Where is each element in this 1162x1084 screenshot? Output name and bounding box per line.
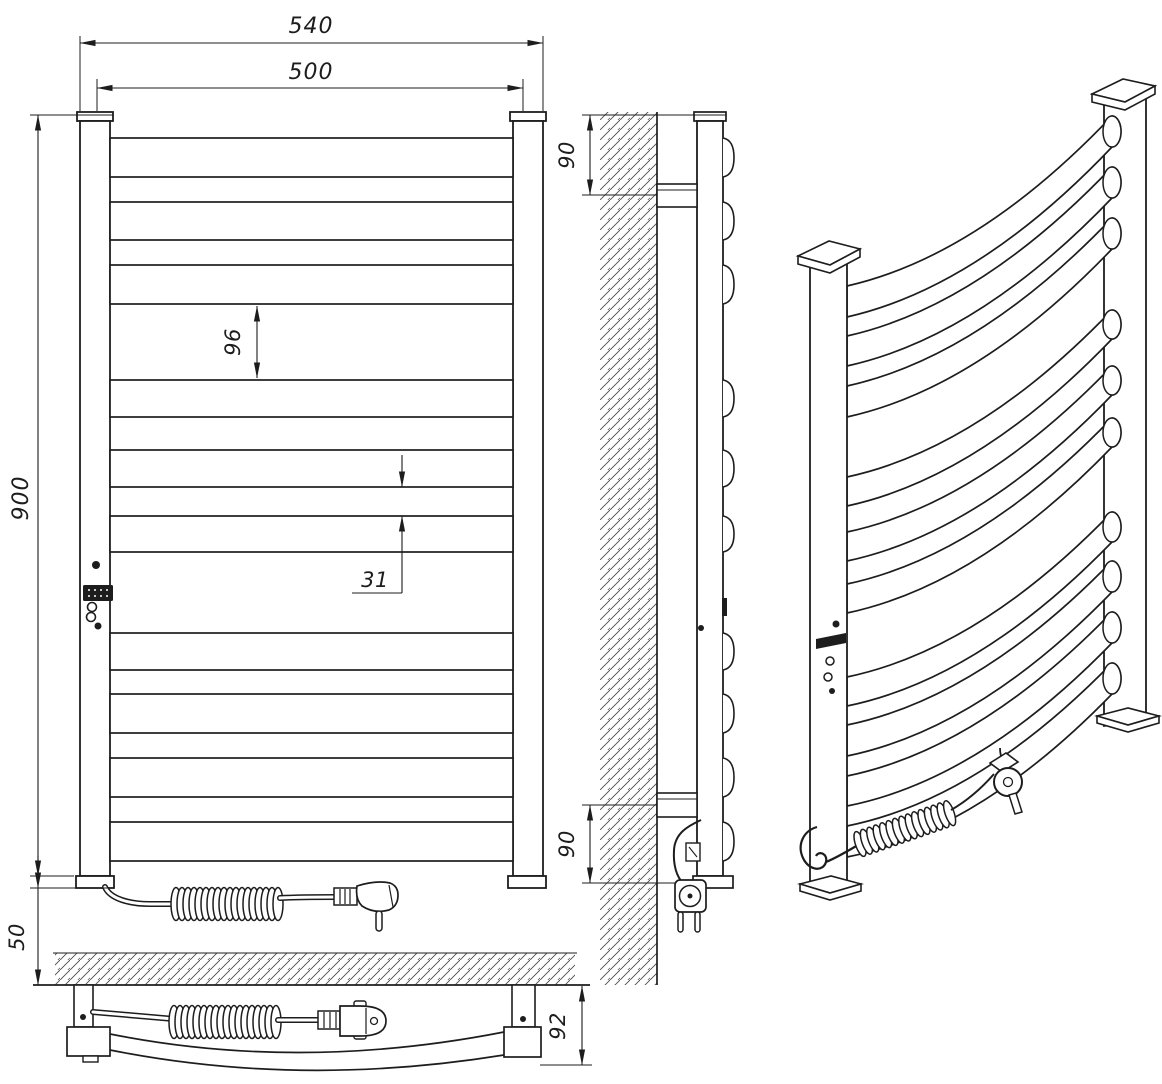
power-plug-side [672,819,707,933]
dim-90-bottom-label: 90 [555,830,579,858]
towel-bar [109,693,514,734]
coiled-cable [850,798,959,859]
dim-96-label: 96 [221,328,245,356]
towel-bar [109,449,514,488]
wall-hatch-side [600,112,657,985]
coiled-cable [168,1004,282,1040]
curved-bar-bottom [109,1031,505,1072]
persp-right-post-foot-front [1096,714,1160,733]
dim-900-label: 900 [9,476,34,521]
display-edge-mark [722,598,727,616]
power-plug [988,747,1023,815]
towel-bars-perspective [846,115,1122,859]
left-post [79,120,111,877]
bracket-screw [80,1014,86,1020]
indicator-dot [94,622,102,630]
towel-bar [109,757,514,798]
dimension-group-gap: 96 [221,305,261,379]
mounting-bracket [73,984,94,1028]
control-panel-perspective [816,620,846,694]
persp-left-post [809,256,848,894]
dimension-top-bracket: 90 [555,114,726,196]
power-plug [333,881,399,932]
power-plug-top-view [317,1000,387,1040]
indicator-dot [698,625,704,631]
dim-500-label: 500 [289,60,334,85]
control-button [825,656,835,666]
control-button [823,672,833,682]
plug-pin [1008,792,1023,815]
display-screen [816,633,846,649]
control-button [85,611,97,623]
dimension-bar-gap: 31 [352,455,406,594]
towel-bar [109,821,514,862]
post-block [503,1026,542,1058]
display-screen [83,585,113,601]
persp-left-post-cap-front [797,247,861,274]
indicator-dot [829,688,835,694]
towel-bar [109,379,514,418]
towel-bar [109,137,514,178]
dimension-mount-width: 500 [96,60,524,111]
power-cord-bottom [90,1000,387,1040]
dim-540-label: 540 [289,14,334,39]
dim-31-label: 31 [361,568,389,592]
dimension-bottom-bracket: 90 [555,804,693,884]
power-cord-perspective [799,747,1023,870]
perspective-view-drawing [795,78,1162,901]
post-foot-tab [82,1055,99,1063]
control-button [86,601,98,613]
bar-ends-side [722,137,735,862]
post-block [66,1026,111,1057]
dim-50-label: 50 [5,923,29,951]
towel-bar [109,264,514,305]
side-post [696,120,724,877]
indicator-dot [832,620,840,628]
right-post [512,120,544,877]
wall-hatch [55,953,575,985]
persp-left-post-foot-front [799,882,862,901]
left-post-foot [75,875,115,889]
indicator-dot [92,561,100,569]
dimension-height: 900 [9,114,113,877]
bottom-view-drawing: 50 [5,856,592,1072]
left-post-cap [76,111,114,122]
control-panel [83,561,113,630]
plug-pin [677,911,684,933]
wall-bracket-bottom [656,792,698,818]
plug-pin [694,911,701,933]
front-view-drawing: 540 500 [9,14,547,932]
towel-bar [109,632,514,671]
coiled-cable [170,886,284,922]
dimension-depth: 92 [540,985,592,1066]
towel-bars-front [109,137,514,862]
dim-92-label: 92 [546,1012,570,1040]
towel-bar [109,201,514,241]
wall-section-bottom [33,952,590,986]
bracket-screw [520,1016,526,1022]
dim-90-top-label: 90 [555,141,579,169]
persp-right-post-cap-front [1091,84,1156,111]
towel-bar [109,515,514,553]
right-post-foot [507,875,547,889]
power-cord-front [102,881,399,932]
dimension-bottom-offset: 50 [5,856,114,986]
wall-bracket-top [656,183,698,208]
side-view-drawing: 90 90 [555,111,735,985]
plug-pin [375,910,383,932]
side-post-cap [693,111,727,122]
dimension-overall-width: 540 [79,14,544,111]
right-post-cap [509,111,547,122]
